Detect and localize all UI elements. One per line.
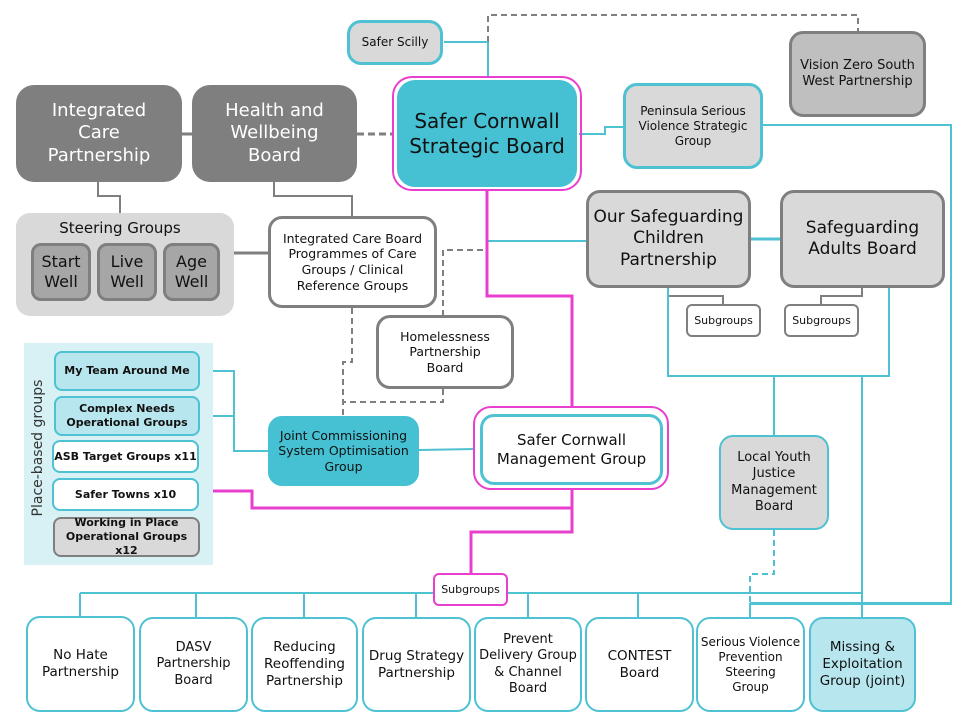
connector-icp-steering [97, 182, 121, 213]
connector-sab-down [861, 285, 890, 618]
strategic-board-node: Safer Cornwall Strategic Board [397, 80, 577, 187]
bottom-dasv: DASV Partnership Board [139, 617, 248, 712]
connector-strategic-peninsula [579, 126, 625, 135]
connector-mtam-jcsog [200, 370, 269, 452]
management-group-node: Safer Cornwall Management Group [480, 414, 663, 485]
integrated-care-partnership-node: Integrated Care Partnership [16, 85, 182, 182]
bottom-drug-strategy: Drug Strategy Partnership [362, 617, 471, 712]
place-complex-needs: Complex Needs Operational Groups [54, 396, 200, 436]
connector-hpb-dashed [343, 389, 444, 403]
connector-vision-zero-dashed [487, 14, 859, 72]
bottom-reducing-reoffending: Reducing Reoffending Partnership [251, 617, 358, 712]
strategic-board-outline [392, 76, 582, 191]
steering-live-well: Live Well [97, 243, 157, 301]
steering-start-well: Start Well [31, 243, 91, 301]
safeguarding-adults-node: Safeguarding Adults Board [780, 190, 945, 288]
vision-zero-node: Vision Zero South West Partnership [789, 31, 926, 117]
safer-scilly-node: Safer Scilly [347, 20, 443, 65]
connector-safertowns-mgmt [212, 489, 574, 510]
jcsog-node: Joint Commissioning System Optimisation … [268, 416, 419, 486]
youth-justice-node: Local Youth Justice Management Board [719, 435, 829, 530]
connector-jcsog-mgmt [418, 448, 476, 451]
bottom-contest: CONTEST Board [585, 617, 694, 712]
connector-hpb-strategic-dashed [442, 249, 487, 316]
bottom-serious-violence: Serious Violence Prevention Steering Gro… [696, 617, 805, 712]
icb-node: Integrated Care Board Programmes of Care… [268, 216, 437, 308]
place-based-label: Place-based groups [30, 379, 46, 517]
steering-groups-title: Steering Groups [59, 218, 181, 237]
safeguarding-children-node: Our Safeguarding Children Partnership [586, 190, 751, 288]
connector-sab-subgroups [820, 288, 863, 305]
bottom-prevent: Prevent Delivery Group & Channel Board [474, 617, 582, 712]
peninsula-node: Peninsula Serious Violence Strategic Gro… [623, 83, 763, 169]
place-my-team-around-me: My Team Around Me [54, 351, 200, 391]
connector-oscp-subgroups [667, 288, 724, 305]
management-group-outline [473, 406, 669, 490]
bottom-no-hate: No Hate Partnership [26, 616, 135, 712]
homelessness-node: Homelessness Partnership Board [376, 315, 514, 389]
place-asb-target-groups: ASB Target Groups x11 [52, 440, 199, 473]
sab-subgroups-node: Subgroups [784, 304, 859, 337]
bottom-missing-exploitation: Missing & Exploitation Group (joint) [809, 617, 916, 712]
place-safer-towns: Safer Towns x10 [52, 478, 199, 511]
management-subgroups-node: Subgroups [433, 573, 508, 606]
connector-mgmt-subgroups [469, 508, 574, 574]
connector-hwb-icb [273, 182, 353, 216]
connector-strategic-mgmt [485, 190, 574, 407]
place-working-in-place: Working in Place Operational Groups x12 [53, 516, 200, 557]
health-wellbeing-board-node: Health and Wellbeing Board [192, 85, 357, 182]
steering-age-well: Age Well [163, 243, 220, 301]
oscp-subgroups-node: Subgroups [686, 304, 761, 337]
connector-icb-jcsog-dashed [342, 308, 353, 416]
connector-youth-dashed [749, 530, 775, 603]
